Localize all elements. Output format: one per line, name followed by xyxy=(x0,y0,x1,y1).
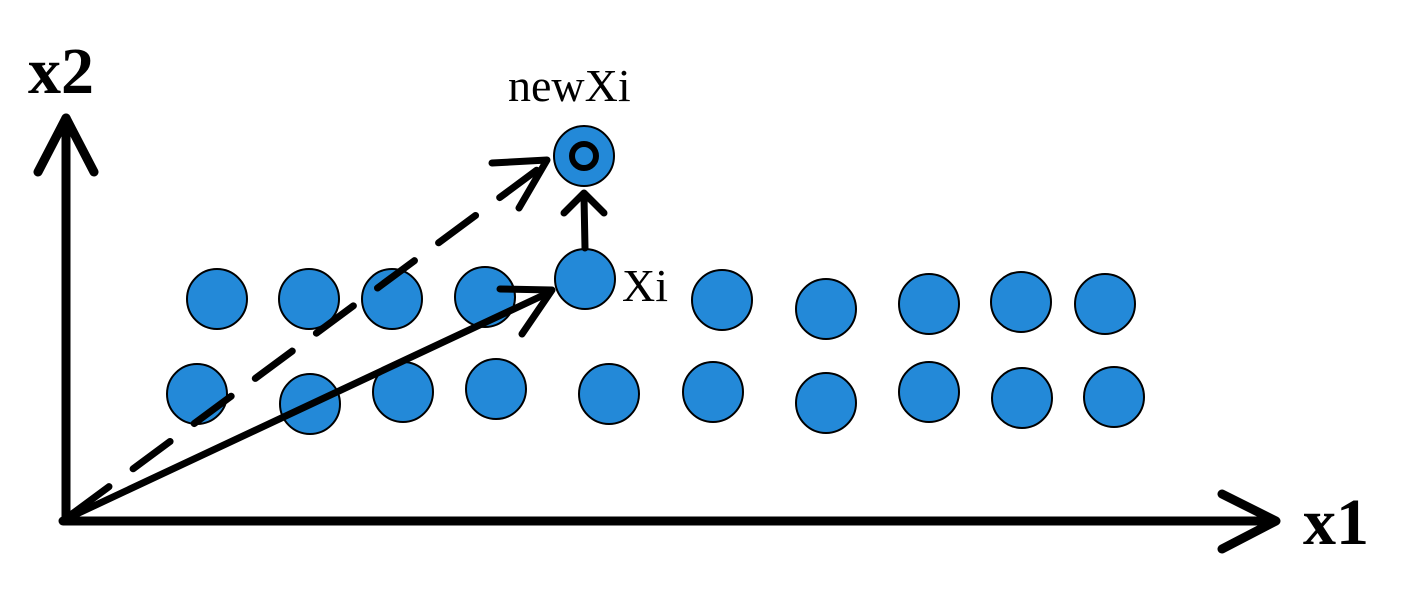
xi-point xyxy=(554,248,616,310)
data-point xyxy=(991,367,1053,429)
data-point xyxy=(691,269,753,331)
data-point xyxy=(898,361,960,423)
data-point xyxy=(1074,273,1136,335)
data-point xyxy=(795,278,857,340)
data-point xyxy=(361,268,423,330)
step-vector xyxy=(580,193,589,252)
data-point xyxy=(166,363,228,425)
data-point xyxy=(682,361,744,423)
new-xi-label: newXi xyxy=(508,60,631,111)
data-point xyxy=(578,363,640,425)
vector-to-new-xi-arrowhead xyxy=(488,156,551,212)
xi-label: Xi xyxy=(622,260,668,311)
data-point xyxy=(1083,366,1145,428)
x-axis-label: x1 xyxy=(1303,486,1369,559)
data-point xyxy=(898,273,960,335)
data-point xyxy=(795,372,857,434)
vector-to-xi-arrowhead xyxy=(496,285,556,338)
data-point xyxy=(990,271,1052,333)
data-point xyxy=(465,358,527,420)
x-axis-arrowhead xyxy=(1217,489,1281,554)
vector-to-new-xi-dashed xyxy=(68,166,541,518)
vectors xyxy=(62,156,608,523)
data-point xyxy=(454,266,516,328)
new-xi-center-marker xyxy=(569,141,599,171)
axes xyxy=(33,113,1281,554)
data-point xyxy=(186,268,248,330)
data-point xyxy=(278,268,340,330)
y-axis-arrowhead xyxy=(33,113,99,177)
vector-to-xi xyxy=(62,289,552,523)
new-xi-point xyxy=(553,125,615,187)
y-axis-label: x2 xyxy=(28,35,94,108)
step-vector-arrowhead xyxy=(560,189,608,217)
